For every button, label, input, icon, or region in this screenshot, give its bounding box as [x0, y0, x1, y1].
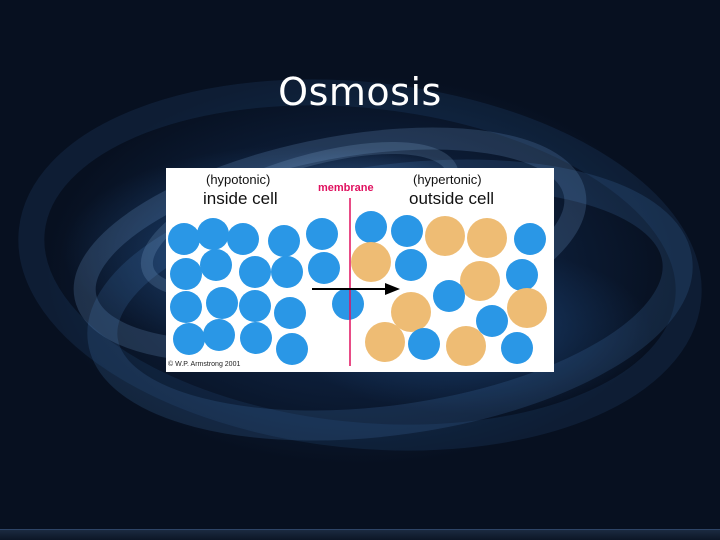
water-molecule — [200, 249, 232, 281]
osmosis-diagram: (hypotonic) inside cell membrane (hypert… — [166, 168, 554, 372]
water-molecule — [355, 211, 387, 243]
water-molecule — [433, 280, 465, 312]
water-molecule — [395, 249, 427, 281]
water-molecule — [271, 256, 303, 288]
water-molecule — [268, 225, 300, 257]
water-molecule — [240, 322, 272, 354]
osmosis-arrow-head — [385, 283, 400, 295]
membrane-label: membrane — [318, 182, 374, 194]
copyright-notice: © W.P. Armstrong 2001 — [168, 361, 240, 368]
solute-molecule — [460, 261, 500, 301]
water-molecule — [308, 252, 340, 284]
solute-molecule — [365, 322, 405, 362]
bottom-bar — [0, 529, 720, 540]
water-molecule — [306, 218, 338, 250]
water-molecule — [332, 288, 364, 320]
water-molecule — [408, 328, 440, 360]
water-molecule — [206, 287, 238, 319]
hypertonic-label: (hypertonic) — [413, 172, 482, 187]
water-molecule — [239, 290, 271, 322]
water-molecule — [170, 291, 202, 323]
molecule-canvas — [168, 198, 547, 366]
water-molecule — [501, 332, 533, 364]
solute-molecule — [391, 292, 431, 332]
hypotonic-label: (hypotonic) — [206, 172, 271, 187]
outside-cell-label: outside cell — [409, 189, 495, 208]
water-molecule — [514, 223, 546, 255]
solute-molecule — [507, 288, 547, 328]
water-molecule — [274, 297, 306, 329]
water-molecule — [170, 258, 202, 290]
water-molecule — [506, 259, 538, 291]
water-molecule — [168, 223, 200, 255]
copyright-symbol: © — [168, 361, 174, 368]
water-molecule — [391, 215, 423, 247]
water-molecule — [239, 256, 271, 288]
inside-cell-label: inside cell — [203, 189, 278, 208]
water-molecule — [197, 218, 229, 250]
water-molecule — [173, 323, 205, 355]
water-molecule — [203, 319, 235, 351]
water-molecule — [227, 223, 259, 255]
solute-molecule — [351, 242, 391, 282]
slide-title: Osmosis — [278, 70, 442, 114]
copyright-text: W.P. Armstrong 2001 — [175, 361, 241, 368]
solute-molecule — [467, 218, 507, 258]
water-molecule — [276, 333, 308, 365]
water-molecule — [476, 305, 508, 337]
solute-molecule — [446, 326, 486, 366]
solute-molecule — [425, 216, 465, 256]
